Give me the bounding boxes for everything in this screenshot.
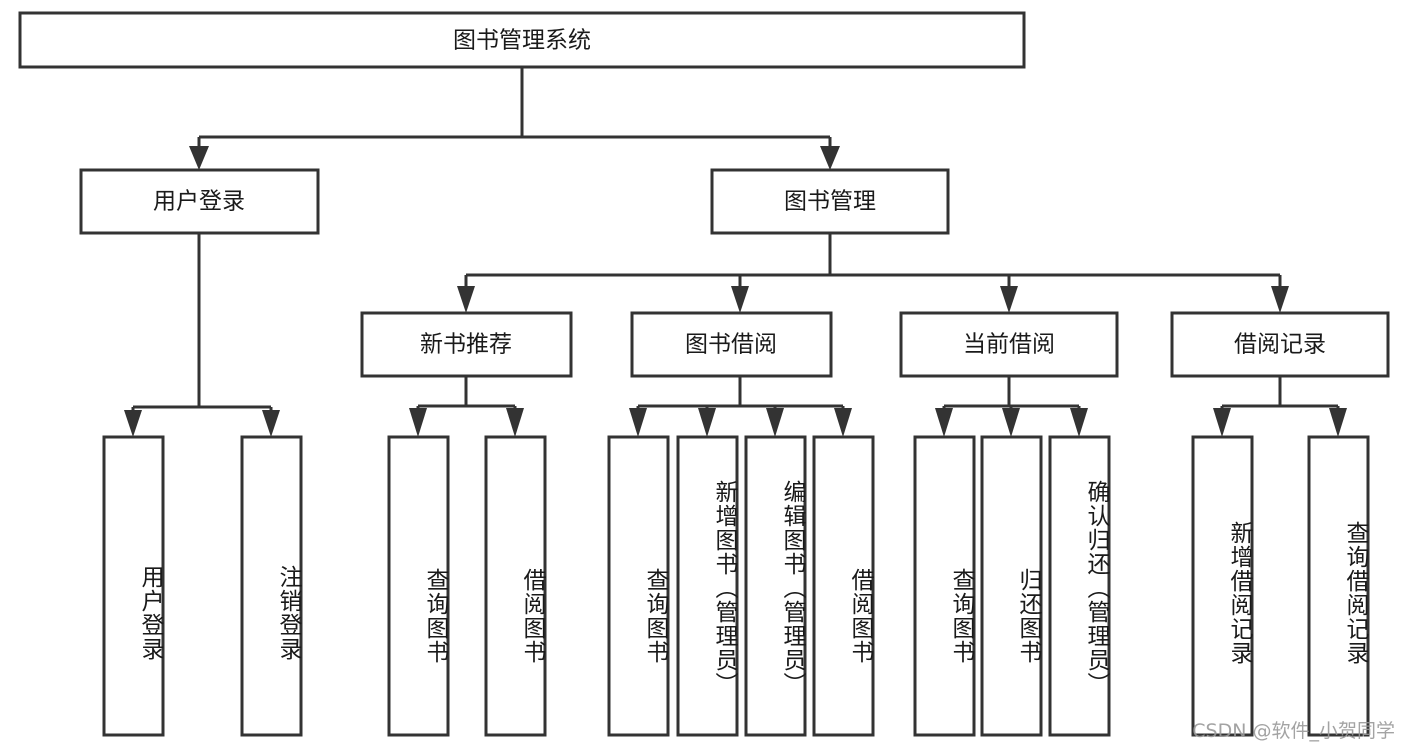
arrow-head-leaf-query-record <box>1329 408 1347 437</box>
node-box-leaf-borrow-book-1[interactable] <box>484 435 547 737</box>
arrow-head-leaf-add-record <box>1213 408 1231 437</box>
node-box-leaf-add-book[interactable] <box>676 435 739 737</box>
arrow-head-leaf-borrow-book-1 <box>506 408 524 437</box>
connector-group-root <box>189 67 840 170</box>
node-box-book-manage[interactable] <box>710 168 950 235</box>
connector-group-current-borrow <box>935 376 1088 437</box>
arrow-head-leaf-borrow-book-2 <box>834 408 852 437</box>
node-box-leaf-add-record[interactable] <box>1191 435 1254 737</box>
node-label-new-book-rec: 新书推荐 <box>420 332 512 358</box>
connector-group-user-login <box>124 233 280 437</box>
node-box-leaf-return-book[interactable] <box>980 435 1043 737</box>
node-label-book-manage: 图书管理 <box>784 189 876 215</box>
node-box-leaf-query-record[interactable] <box>1307 435 1370 737</box>
arrow-head-leaf-edit-book <box>766 408 784 437</box>
node-label-user-login: 用户登录 <box>153 189 245 215</box>
node-box-leaf-query-book-3[interactable] <box>913 435 976 737</box>
arrow-head-leaf-return-book <box>1002 408 1020 437</box>
node-box-root[interactable] <box>18 11 1026 69</box>
node-box-leaf-borrow-book-2[interactable] <box>812 435 875 737</box>
arrow-head-leaf-user-login <box>124 410 142 437</box>
connector-group-book-manage <box>457 233 1289 313</box>
arrow-head-leaf-add-book <box>698 408 716 437</box>
connector-group-book-borrow <box>629 376 852 437</box>
node-label-borrow-record: 借阅记录 <box>1234 332 1326 358</box>
arrow-head-user-login <box>189 146 209 170</box>
node-label-root: 图书管理系统 <box>453 28 591 54</box>
node-box-current-borrow[interactable] <box>899 311 1119 378</box>
node-box-leaf-query-book-2[interactable] <box>607 435 670 737</box>
node-box-leaf-logout[interactable] <box>240 435 303 737</box>
node-label-book-borrow: 图书借阅 <box>685 332 777 358</box>
arrow-head-leaf-logout <box>262 410 280 437</box>
arrow-head-current-borrow <box>1000 286 1018 313</box>
node-box-leaf-user-login[interactable] <box>102 435 165 737</box>
arrow-head-leaf-confirm-return <box>1070 408 1088 437</box>
arrow-head-book-borrow <box>731 286 749 313</box>
arrow-head-leaf-query-book-3 <box>935 408 953 437</box>
node-box-book-borrow[interactable] <box>630 311 833 378</box>
arrow-head-book-manage <box>820 146 840 170</box>
connector-group-new-book-rec <box>409 376 524 437</box>
node-box-borrow-record[interactable] <box>1170 311 1390 378</box>
node-label-current-borrow: 当前借阅 <box>963 332 1055 358</box>
csdn-watermark: CSDN @软件_小贺同学 <box>1192 720 1395 742</box>
node-box-user-login[interactable] <box>79 168 320 235</box>
node-box-leaf-confirm-return[interactable] <box>1048 435 1111 737</box>
node-box-leaf-edit-book[interactable] <box>744 435 807 737</box>
arrow-head-new-book-rec <box>457 286 475 313</box>
node-box-new-book-rec[interactable] <box>360 311 573 378</box>
node-box-leaf-query-book-1[interactable] <box>387 435 450 737</box>
arrow-head-borrow-record <box>1271 286 1289 313</box>
connector-group-borrow-record <box>1213 376 1347 437</box>
arrow-head-leaf-query-book-1 <box>409 408 427 437</box>
arrow-head-leaf-query-book-2 <box>629 408 647 437</box>
